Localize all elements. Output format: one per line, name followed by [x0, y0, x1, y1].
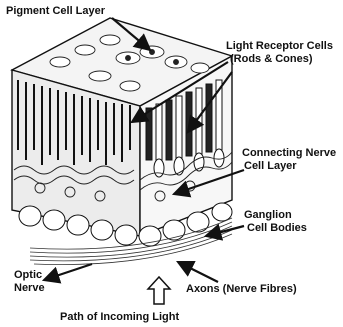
arrow-optic — [44, 264, 92, 280]
label-pigment-cell-layer: Pigment Cell Layer — [6, 5, 106, 17]
label-axons: Axons (Nerve Fibres) — [186, 283, 297, 295]
incoming-light-arrow-icon — [148, 277, 170, 304]
label-light-receptor-line2: (Rods & Cones) — [230, 53, 313, 65]
label-optic-line2: Nerve — [14, 282, 45, 294]
label-optic-line1: Optic — [14, 269, 42, 281]
label-ganglion-line1: Ganglion — [244, 209, 292, 221]
label-light-receptor-line1: Light Receptor Cells — [226, 40, 333, 52]
label-connecting-line2: Cell Layer — [244, 160, 297, 172]
label-ganglion-line2: Cell Bodies — [247, 222, 307, 234]
arrow-axons — [178, 262, 218, 282]
label-path-of-light: Path of Incoming Light — [60, 311, 179, 323]
arrow-ganglion — [206, 226, 244, 236]
label-connecting-line1: Connecting Nerve — [242, 147, 336, 159]
